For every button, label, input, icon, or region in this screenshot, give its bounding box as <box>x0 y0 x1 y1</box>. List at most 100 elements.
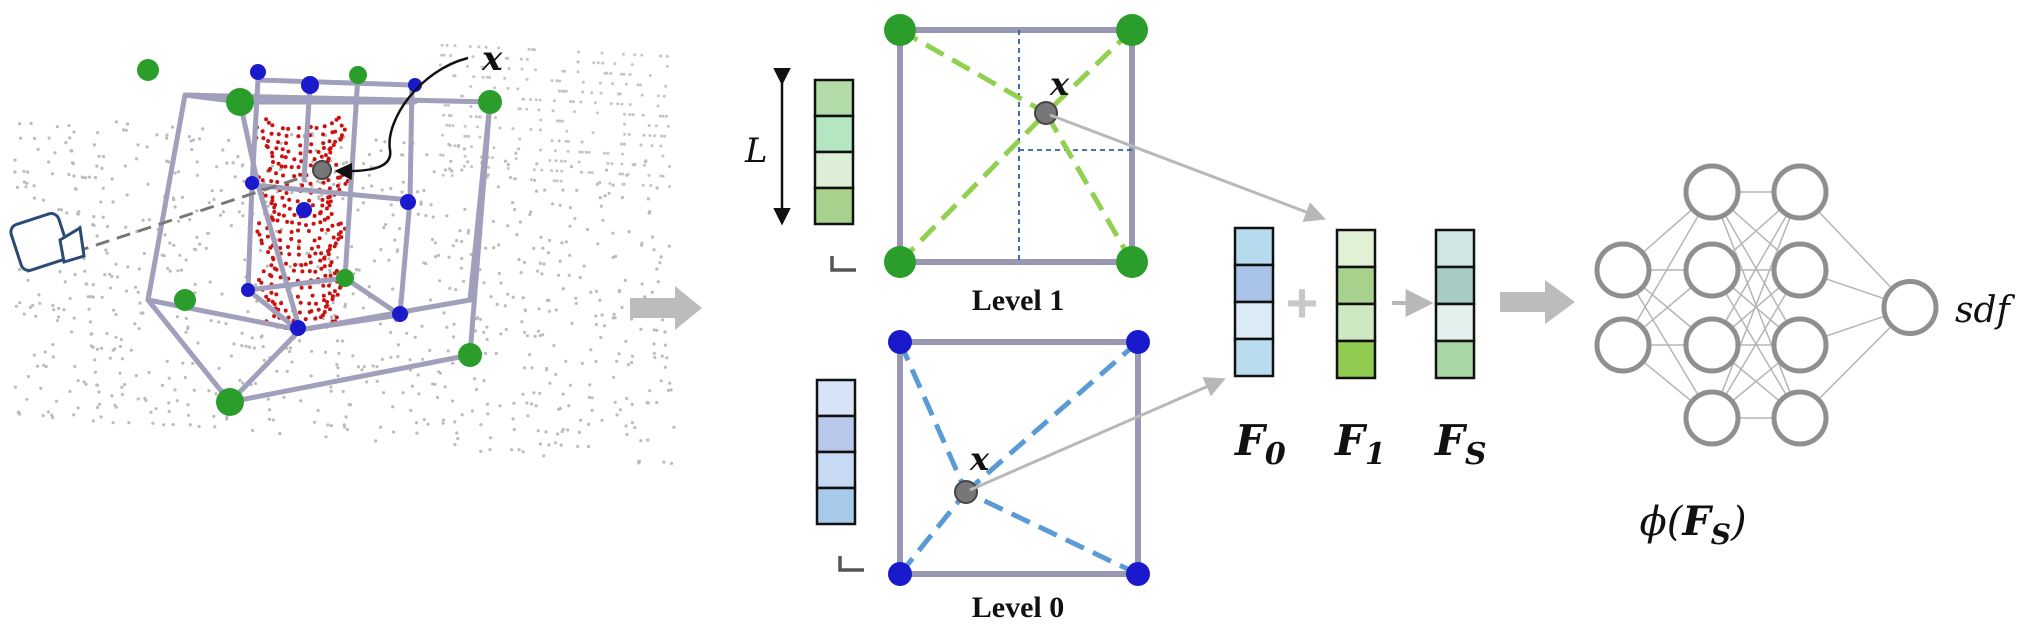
cloud-point <box>435 395 440 399</box>
cloud-point <box>660 318 665 322</box>
cloud-point <box>217 320 221 324</box>
cloud-point <box>209 319 213 323</box>
cloud-point <box>134 374 138 378</box>
mlp-neuron <box>1594 316 1652 374</box>
cloud-point <box>453 420 457 424</box>
cloud-point <box>471 55 475 59</box>
scan-point <box>325 200 330 205</box>
cloud-point <box>146 182 150 186</box>
cloud-point <box>367 285 371 289</box>
cloud-point <box>149 410 153 414</box>
cloud-point <box>511 127 515 131</box>
level-0-feature-cell <box>815 486 857 526</box>
cloud-point <box>299 399 303 403</box>
scan-point <box>323 153 328 158</box>
cloud-point <box>44 364 48 369</box>
cloud-point <box>19 136 23 140</box>
scan-point <box>324 206 329 211</box>
scan-point <box>278 238 283 243</box>
scan-point <box>313 316 318 321</box>
cloud-point <box>429 203 433 207</box>
cloud-point <box>168 269 172 273</box>
cloud-point <box>659 174 663 178</box>
mlp-neurons <box>1594 163 1939 447</box>
cloud-point <box>586 444 591 449</box>
cloud-point <box>551 202 555 206</box>
cloud-point <box>596 111 599 115</box>
scan-point <box>330 223 335 228</box>
cloud-point <box>417 392 421 396</box>
cloud-point <box>100 166 104 170</box>
cloud-point <box>469 105 473 108</box>
cloud-point <box>508 175 512 180</box>
cloud-point <box>455 431 459 435</box>
cloud-point <box>136 290 140 294</box>
cloud-point <box>87 307 91 311</box>
scan-point <box>319 154 324 159</box>
cloud-point <box>469 85 473 88</box>
cloud-point <box>26 278 30 282</box>
cloud-point <box>252 346 256 350</box>
cloud-point <box>329 385 333 389</box>
cloud-point <box>514 151 518 155</box>
scan-point <box>325 300 330 304</box>
cloud-point <box>437 370 441 374</box>
cloud-point <box>536 329 541 333</box>
cloud-point <box>654 124 658 128</box>
cloud-point <box>349 245 354 249</box>
cloud-point <box>189 139 193 143</box>
cloud-point <box>448 286 452 290</box>
cloud-point <box>86 295 90 299</box>
cloud-point <box>621 52 625 56</box>
mlp-neuron <box>1683 389 1741 447</box>
cloud-point <box>167 401 171 405</box>
scan-point <box>326 252 331 257</box>
plus-sign: + <box>1286 271 1319 334</box>
scan-point <box>327 291 332 296</box>
cloud-point <box>116 275 120 279</box>
cloud-point <box>625 432 629 437</box>
cloud-point <box>160 383 164 387</box>
cloud-point <box>26 170 30 174</box>
cloud-point <box>114 405 118 409</box>
cloud-point <box>545 368 549 372</box>
scan-point <box>296 134 301 139</box>
cloud-point <box>285 369 289 373</box>
cloud-point <box>639 143 643 147</box>
scan-point <box>261 136 266 141</box>
cloud-point <box>607 191 611 195</box>
cloud-point <box>82 380 86 384</box>
scan-point <box>330 130 335 135</box>
cloud-point <box>341 197 345 201</box>
cloud-point <box>562 69 566 73</box>
cloud-point <box>173 205 177 209</box>
cloud-point <box>566 428 570 432</box>
cloud-point <box>577 50 581 54</box>
scan-point <box>327 147 332 152</box>
level-1-feature-vector <box>813 78 855 226</box>
scan-point <box>307 198 312 203</box>
cloud-point <box>659 144 663 148</box>
scan-point <box>257 277 261 282</box>
cloud-point <box>503 159 507 163</box>
cloud-point <box>430 382 434 386</box>
cloud-point <box>108 356 112 360</box>
level-1-interp-line <box>1043 111 1135 264</box>
feature-f0-cell <box>1233 337 1275 378</box>
corner-node <box>336 269 354 287</box>
cloud-point <box>440 43 444 47</box>
cloud-point <box>170 125 175 129</box>
cloud-point <box>543 188 547 192</box>
cloud-point <box>450 169 454 173</box>
cloud-point <box>616 102 620 106</box>
cloud-point <box>380 357 384 361</box>
scan-point <box>284 141 288 146</box>
cloud-point <box>661 174 665 178</box>
level-1-query-label: x <box>1049 65 1070 103</box>
cloud-point <box>73 272 77 277</box>
cloud-point <box>551 109 555 113</box>
cloud-point <box>639 83 642 87</box>
cloud-point <box>600 313 604 317</box>
cloud-point <box>179 268 184 272</box>
cloud-point <box>639 327 643 331</box>
